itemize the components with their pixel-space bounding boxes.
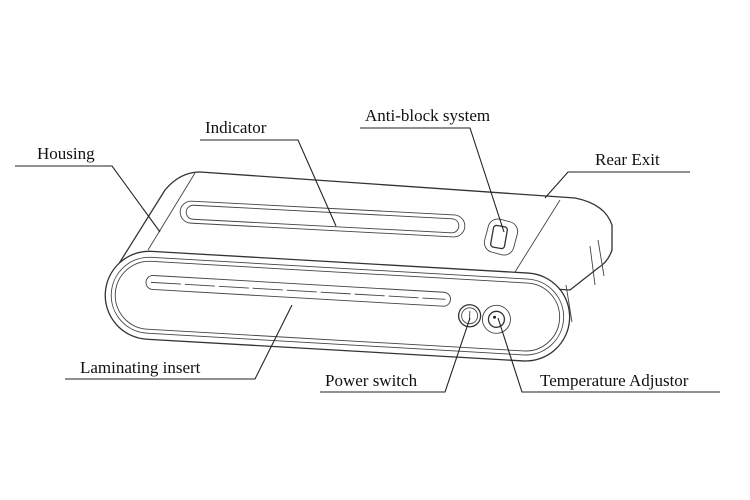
label-laminating-insert: Laminating insert <box>80 358 201 377</box>
rear-exit-tabs <box>557 239 605 329</box>
label-power-switch: Power switch <box>325 371 418 390</box>
laminator-device <box>104 171 613 362</box>
anti-block-switch <box>483 218 519 256</box>
leader-lines <box>15 127 720 393</box>
label-housing: Housing <box>37 144 95 163</box>
laminating-insert-slot <box>145 275 451 307</box>
label-indicator: Indicator <box>205 118 267 137</box>
indicator-window <box>179 200 466 238</box>
label-temperature-adjustor: Temperature Adjustor <box>540 371 689 390</box>
label-rear-exit: Rear Exit <box>595 150 660 169</box>
label-anti-block-system: Anti-block system <box>365 106 490 125</box>
temperature-knob <box>487 310 506 328</box>
